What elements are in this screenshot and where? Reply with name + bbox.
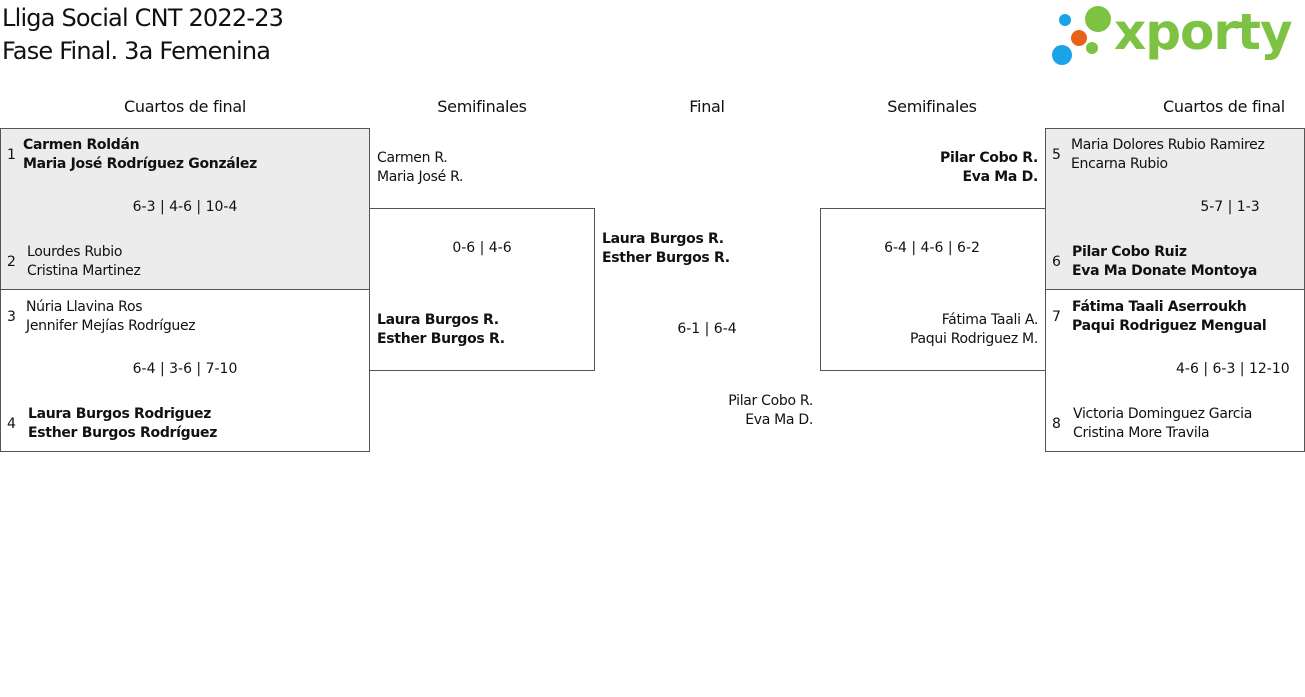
team-entry: Carmen R. Maria José R. [377, 149, 463, 187]
team-entry: Victoria Dominguez Garcia Cristina More … [1073, 405, 1252, 443]
player-name: Maria José Rodríguez González [23, 156, 257, 172]
header-sf-left: Semifinales [437, 97, 527, 116]
match-score: 5-7 | 1-3 [1200, 199, 1260, 215]
team-entry: Fátima Taali A. Paqui Rodriguez M. [910, 311, 1038, 349]
match-score: 6-1 | 6-4 [677, 321, 737, 337]
player-name: Jennifer Mejías Rodríguez [26, 318, 196, 334]
team-entry: Núria Llavina Ros Jennifer Mejías Rodríg… [26, 298, 196, 336]
seed-number: 4 [7, 416, 16, 432]
player-name: Núria Llavina Ros [26, 299, 143, 315]
player-name: Eva Ma D. [962, 169, 1038, 185]
player-name: Paqui Rodriguez M. [910, 331, 1038, 347]
player-name: Esther Burgos Rodríguez [28, 425, 218, 441]
team-entry: Laura Burgos R. Esther Burgos R. [602, 230, 730, 268]
header-qf-left: Cuartos de final [124, 97, 246, 116]
player-name: Laura Burgos Rodriguez [28, 406, 212, 422]
player-name: Eva Ma D. [745, 412, 813, 428]
logo-dots-icon [1052, 6, 1111, 65]
header-qf-right: Cuartos de final [1163, 97, 1285, 116]
player-name: Esther Burgos R. [602, 250, 730, 266]
team-entry: Lourdes Rubio Cristina Martinez [27, 243, 141, 281]
team-entry: Carmen Roldán Maria José Rodríguez Gonzá… [23, 136, 257, 174]
player-name: Paqui Rodriguez Mengual [1072, 318, 1267, 334]
qf-match-3-box [1045, 128, 1305, 290]
player-name: Encarna Rubio [1071, 156, 1168, 172]
player-name: Maria José R. [377, 169, 464, 185]
header-sf-right: Semifinales [887, 97, 977, 116]
player-name: Esther Burgos R. [377, 331, 505, 347]
title-line-1: Lliga Social CNT 2022-23 [2, 4, 284, 32]
player-name: Carmen R. [377, 150, 448, 166]
player-name: Carmen Roldán [23, 137, 140, 153]
seed-number: 6 [1052, 254, 1061, 270]
match-score: 4-6 | 6-3 | 12-10 [1176, 361, 1290, 377]
player-name: Fátima Taali Aserroukh [1072, 299, 1247, 315]
seed-number: 8 [1052, 416, 1061, 432]
seed-number: 1 [7, 147, 16, 163]
seed-number: 7 [1052, 309, 1061, 325]
header-final: Final [689, 97, 725, 116]
match-score: 0-6 | 4-6 [452, 240, 512, 256]
player-name: Lourdes Rubio [27, 244, 123, 260]
seed-number: 2 [7, 254, 16, 270]
player-name: Maria Dolores Rubio Ramirez [1071, 137, 1265, 153]
player-name: Cristina More Travila [1073, 425, 1210, 441]
player-name: Fátima Taali A. [941, 312, 1039, 328]
player-name: Pilar Cobo R. [940, 150, 1038, 166]
player-name: Laura Burgos R. [602, 231, 724, 247]
player-name: Victoria Dominguez Garcia [1073, 406, 1253, 422]
player-name: Pilar Cobo R. [728, 393, 813, 409]
team-entry: Pilar Cobo R. Eva Ma D. [728, 392, 813, 430]
match-score: 6-4 | 4-6 | 6-2 [884, 240, 980, 256]
team-entry: Pilar Cobo R. Eva Ma D. [940, 149, 1038, 187]
player-name: Pilar Cobo Ruiz [1072, 244, 1187, 260]
page-title: Lliga Social CNT 2022-23 Fase Final. 3a … [2, 2, 284, 68]
team-entry: Maria Dolores Rubio Ramirez Encarna Rubi… [1071, 136, 1265, 174]
team-entry: Laura Burgos R. Esther Burgos R. [377, 311, 505, 349]
seed-number: 5 [1052, 147, 1061, 163]
sf-left-box [369, 208, 595, 371]
player-name: Eva Ma Donate Montoya [1072, 263, 1258, 279]
qf-match-1-box [0, 128, 370, 290]
match-score: 6-3 | 4-6 | 10-4 [132, 199, 238, 215]
logo-text: xporty [1114, 3, 1293, 61]
match-score: 6-4 | 3-6 | 7-10 [132, 361, 238, 377]
title-line-2: Fase Final. 3a Femenina [2, 37, 271, 65]
team-entry: Laura Burgos Rodriguez Esther Burgos Rod… [28, 405, 217, 443]
team-entry: Pilar Cobo Ruiz Eva Ma Donate Montoya [1072, 243, 1257, 281]
player-name: Laura Burgos R. [377, 312, 499, 328]
seed-number: 3 [7, 309, 16, 325]
team-entry: Fátima Taali Aserroukh Paqui Rodriguez M… [1072, 298, 1267, 336]
xporty-logo: xporty [1050, 3, 1293, 68]
player-name: Cristina Martinez [27, 263, 141, 279]
